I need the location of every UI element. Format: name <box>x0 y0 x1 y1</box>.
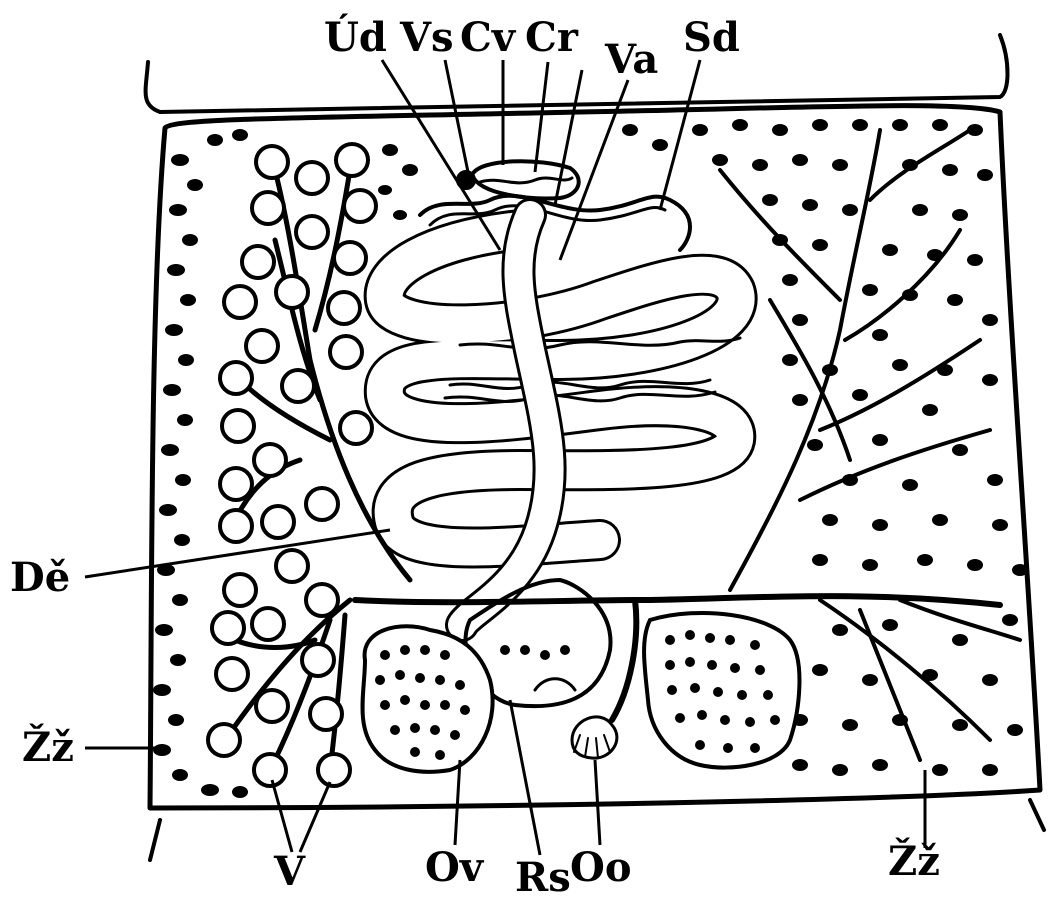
lower-segment-right-edge <box>1030 800 1044 830</box>
canal-to-ootype <box>612 600 636 720</box>
label-ud: Úd <box>324 18 387 58</box>
receptaculum-inner <box>535 679 575 690</box>
leader-ud <box>382 60 500 250</box>
label-zz-right: Žž <box>888 842 940 882</box>
leader-v-1 <box>272 780 292 852</box>
label-de: Dě <box>10 558 70 598</box>
label-cr: Cr <box>525 18 578 58</box>
label-v: V <box>274 852 305 892</box>
lower-segment-left-edge <box>150 820 160 860</box>
label-cv: Cv <box>460 18 515 58</box>
leader-cr <box>535 62 548 172</box>
leader-sd <box>660 60 700 210</box>
leader-rs <box>510 700 540 855</box>
label-oo: Oo <box>570 848 632 888</box>
label-va: Va <box>605 40 658 80</box>
label-ov: Ov <box>425 848 483 888</box>
leader-ov <box>455 760 460 845</box>
leader-v-2 <box>300 782 330 852</box>
label-vs: Vs <box>400 18 454 58</box>
label-zz-left: Žž <box>22 728 74 768</box>
label-rs: Rs <box>515 858 571 898</box>
label-sd: Sd <box>683 18 740 58</box>
